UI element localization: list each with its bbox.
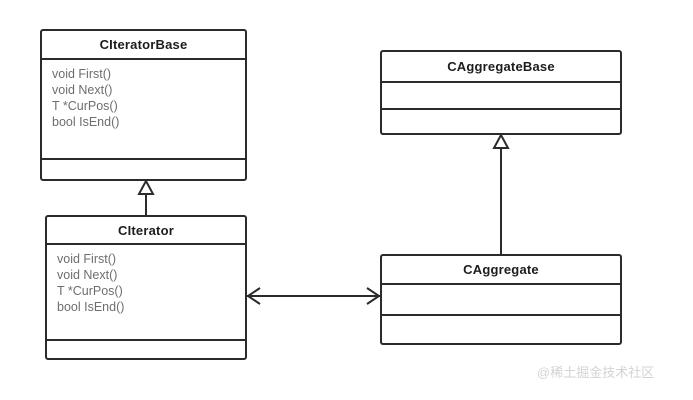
member-line: T *CurPos() [57,284,123,298]
member-line: void First() [52,67,112,81]
class-title-caggregatebase: CAggregateBase [382,52,620,83]
class-members-citeratorbase: void First() void Next() T *CurPos() boo… [42,60,245,160]
generalization-caggregate-caggregatebase [492,132,510,254]
member-line: bool IsEnd() [57,300,125,314]
member-line: void Next() [57,268,118,282]
class-box-citerator[interactable]: CIterator void First() void Next() T *Cu… [45,215,247,360]
class-title-citerator: CIterator [47,217,245,245]
association-citerator-caggregate [246,287,381,305]
class-extra-citeratorbase [42,160,245,179]
class-title-citeratorbase: CIteratorBase [42,31,245,60]
member-line: bool IsEnd() [52,115,120,129]
class-members-caggregatebase [382,83,620,110]
class-box-citeratorbase[interactable]: CIteratorBase void First() void Next() T… [40,29,247,181]
class-extra-caggregatebase [382,110,620,133]
member-line: void Next() [52,83,113,97]
class-members-caggregate [382,285,620,316]
generalization-citerator-citeratorbase [137,178,155,215]
class-members-citerator: void First() void Next() T *CurPos() boo… [47,245,245,341]
class-extra-citerator [47,341,245,358]
class-title-caggregate: CAggregate [382,256,620,285]
watermark-text: @稀土掘金技术社区 [537,365,655,380]
member-line: T *CurPos() [52,99,118,113]
class-box-caggregate[interactable]: CAggregate [380,254,622,345]
class-box-caggregatebase[interactable]: CAggregateBase [380,50,622,135]
member-line: void First() [57,252,117,266]
class-extra-caggregate [382,316,620,343]
